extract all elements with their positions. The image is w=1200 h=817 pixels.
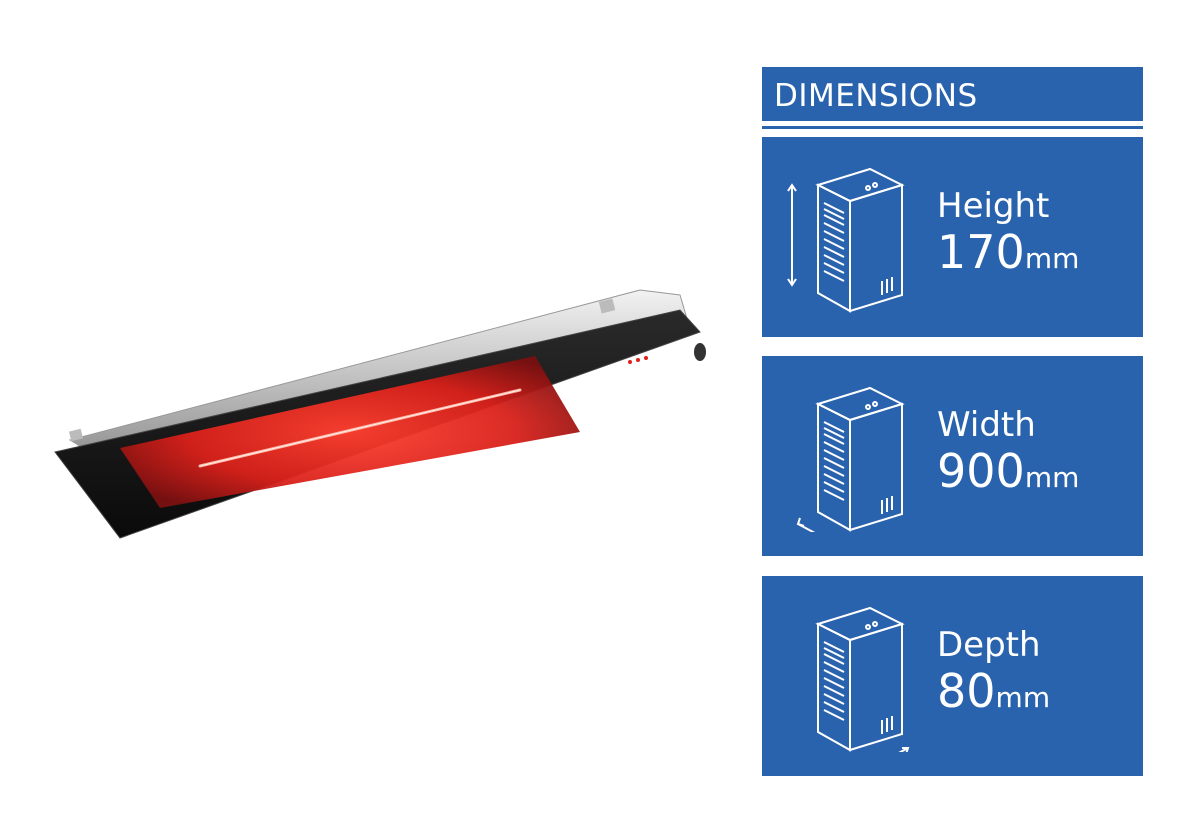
height-unit: mm	[1024, 242, 1080, 275]
cabinet-depth-icon	[815, 606, 910, 752]
depth-value: 80mm	[937, 668, 1050, 714]
width-number: 900	[937, 444, 1025, 498]
cabinet-width-icon	[796, 386, 905, 532]
dimensions-title: DIMENSIONS	[774, 78, 978, 114]
depth-unit: mm	[995, 681, 1051, 714]
depth-number: 80	[937, 664, 996, 718]
height-value: 170mm	[937, 229, 1079, 275]
dimensions-header: DIMENSIONS	[762, 67, 1143, 121]
depth-card: Depth 80mm	[762, 576, 1143, 776]
depth-label: Depth	[937, 625, 1041, 665]
heater-product-image	[40, 270, 720, 570]
width-unit: mm	[1024, 461, 1080, 494]
cabinet-height-icon	[787, 167, 905, 313]
height-card: Height 170mm	[762, 137, 1143, 337]
height-number: 170	[937, 225, 1025, 279]
height-label: Height	[937, 186, 1050, 226]
width-card: Width 900mm	[762, 356, 1143, 556]
width-value: 900mm	[937, 448, 1079, 494]
width-label: Width	[937, 405, 1036, 445]
header-divider	[762, 126, 1143, 129]
